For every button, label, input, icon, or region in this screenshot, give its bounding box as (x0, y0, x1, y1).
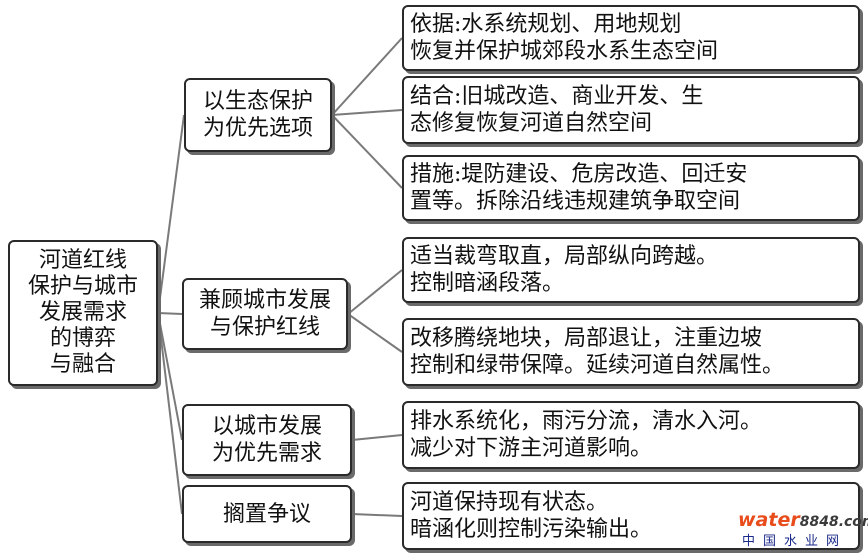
watermark-logo-word: water (738, 509, 800, 531)
connector-root-mid-1 (157, 114, 185, 314)
leaf-node-drainage: 排水系统化，雨污分流，清水入河。 减少对下游主河道影响。 (402, 401, 860, 469)
connector-mid-1-leaf-3 (331, 114, 403, 189)
leaf-node-combine: 结合:旧城改造、商业开发、生 态修复恢复河道自然空间 (402, 76, 860, 144)
leaf-line: 恢复并保护城郊段水系生态空间 (410, 39, 719, 64)
branch-node-balance: 兼顾城市发展 与保护红线 (182, 278, 348, 350)
root-line: 河道红线 (38, 248, 127, 273)
connector-mid-4-leaf-1 (351, 513, 403, 517)
leaf-line: 改移腾绕地块，局部退让，注重边坡 (410, 326, 763, 351)
root-node: 河道红线 保护与城市 发展需求 的博弈 与融合 (8, 240, 158, 386)
branch-line: 为优先选项 (202, 116, 313, 141)
root-line: 与融合 (49, 352, 116, 377)
branch-line: 与保护红线 (209, 315, 320, 340)
watermark-logo-number: 8848 (799, 514, 839, 530)
root-line: 的博弈 (49, 326, 116, 351)
leaf-node-measures: 措施:堤防建设、危房改造、回迁安 置等。拆除沿线违规建筑争取空间 (402, 155, 860, 221)
leaf-line: 暗涵化则控制污染输出。 (410, 517, 653, 542)
branch-line: 搁置争议 (222, 501, 311, 527)
branch-line: 兼顾城市发展 (198, 288, 331, 313)
connector-mid-2-leaf-1 (347, 269, 403, 315)
leaf-line: 排水系统化，雨污分流，清水入河。 (410, 409, 763, 434)
connector-mid-2-leaf-2 (347, 313, 403, 353)
leaf-line: 依据:水系统规划、用地规划 (410, 12, 682, 37)
connector-root-mid-2 (157, 312, 183, 315)
branch-line: 以城市发展 (211, 414, 322, 439)
branch-node-shelve-dispute: 搁置争议 (182, 485, 352, 543)
leaf-line: 态修复恢复河道自然空间 (410, 111, 653, 136)
root-line: 发展需求 (38, 300, 127, 325)
watermark-logo-suffix: .com (838, 514, 868, 530)
branch-node-ecology-priority: 以生态保护 为优先选项 (184, 78, 332, 152)
connector-mid-1-leaf-2 (331, 109, 403, 116)
watermark-subtitle: 中国水业网 (742, 534, 848, 549)
leaf-node-straightening: 适当裁弯取直，局部纵向跨越。 控制暗涵段落。 (402, 237, 860, 303)
leaf-line: 结合:旧城改造、商业开发、生 (410, 84, 704, 109)
watermark-logo-text: water8848.com (738, 509, 868, 533)
root-line: 保护与城市 (27, 274, 138, 299)
leaf-node-rerouting: 改移腾绕地块，局部退让，注重边坡 控制和绿带保障。延续河道自然属性。 (402, 318, 860, 386)
leaf-line: 控制和绿带保障。延续河道自然属性。 (410, 353, 785, 378)
branch-line: 以生态保护 (202, 89, 313, 114)
connector-root-mid-4 (157, 312, 183, 515)
leaf-line: 置等。拆除沿线违规建筑争取空间 (410, 189, 741, 214)
branch-line: 为优先需求 (211, 441, 322, 466)
leaf-line: 减少对下游主河道影响。 (410, 436, 653, 461)
leaf-line: 控制暗涵段落。 (410, 271, 565, 296)
watermark-logo: water8848.com 中国水业网 (738, 509, 868, 555)
connector-root-mid-3 (157, 312, 183, 441)
connector-mid-1-leaf-1 (331, 37, 403, 116)
leaf-line: 适当裁弯取直，局部纵向跨越。 (410, 244, 719, 269)
leaf-node-basis: 依据:水系统规划、用地规划 恢复并保护城郊段水系生态空间 (402, 5, 860, 71)
connector-mid-3-leaf-1 (351, 434, 403, 441)
leaf-line: 河道保持现有状态。 (410, 490, 609, 515)
leaf-line: 措施:堤防建设、危房改造、回迁安 (410, 162, 748, 187)
leaf-node-status-quo: 河道保持现有状态。 暗涵化则控制污染输出。 (402, 482, 860, 550)
branch-node-urban-priority: 以城市发展 为优先需求 (182, 404, 352, 476)
